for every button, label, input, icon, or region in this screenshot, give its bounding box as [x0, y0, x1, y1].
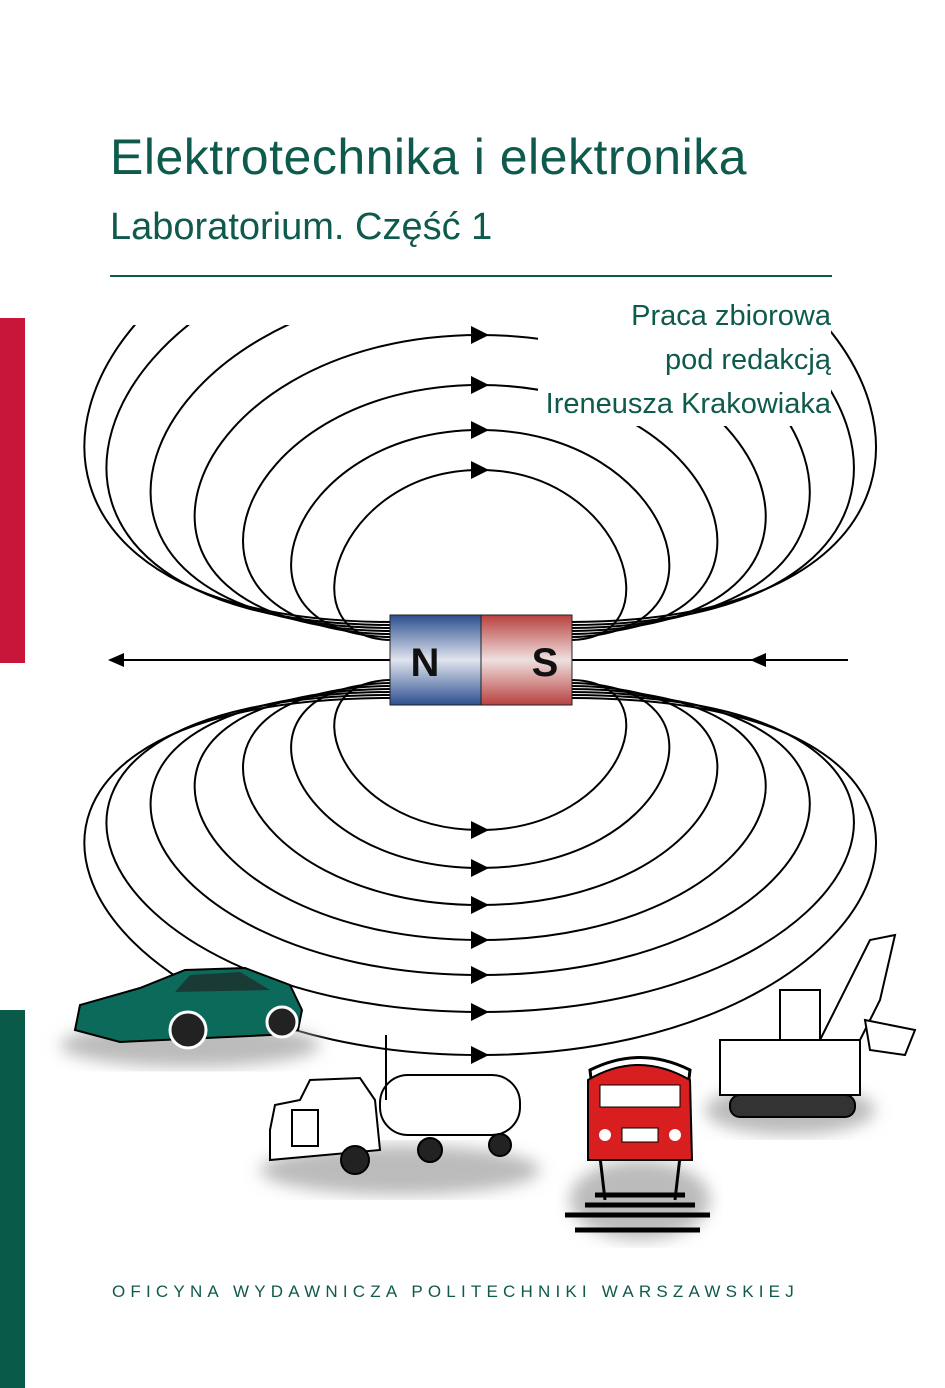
upper-field-line	[290, 421, 671, 638]
field-lines	[83, 325, 877, 1064]
north-label: N	[411, 641, 440, 685]
excavator	[705, 933, 917, 1135]
book-subtitle: Laboratorium. Część 1	[110, 206, 493, 248]
lower-field-line	[83, 697, 877, 1064]
lower-field-line	[290, 682, 671, 877]
magnet-south-pole	[480, 614, 573, 706]
upper-field-line	[105, 325, 855, 626]
lower-field-line	[193, 688, 767, 949]
south-label: S	[532, 641, 559, 685]
upper-field-line	[242, 376, 719, 635]
editor-name: Ireneusza Krakowiaka	[545, 388, 831, 420]
lower-field-line	[333, 679, 628, 839]
upper-field-line	[149, 325, 811, 629]
magnet: N S	[389, 614, 573, 706]
upper-field-line	[83, 325, 877, 623]
locomotive	[565, 1056, 710, 1240]
red-side-bar	[0, 318, 25, 663]
lower-field-line	[105, 694, 855, 1021]
magnet-north-pole	[389, 614, 482, 706]
tanker-truck	[260, 1035, 540, 1195]
lower-field-line	[149, 691, 811, 984]
lower-field-line	[242, 685, 719, 914]
sports-car	[60, 966, 320, 1067]
title-divider	[110, 275, 832, 277]
editor-credits: Praca zbiorowa pod redakcją Ireneusza Kr…	[537, 294, 831, 426]
book-title: Elektrotechnika i elektronika	[110, 129, 748, 185]
upper-field-line	[193, 326, 767, 632]
credit-line: Praca zbiorowa	[631, 300, 831, 332]
credit-line: pod redakcją	[664, 344, 831, 376]
green-side-bar	[0, 1010, 25, 1388]
upper-field-line	[333, 461, 628, 641]
publisher-name: OFICYNA WYDAWNICZA POLITECHNIKI WARSZAWS…	[112, 1282, 799, 1301]
